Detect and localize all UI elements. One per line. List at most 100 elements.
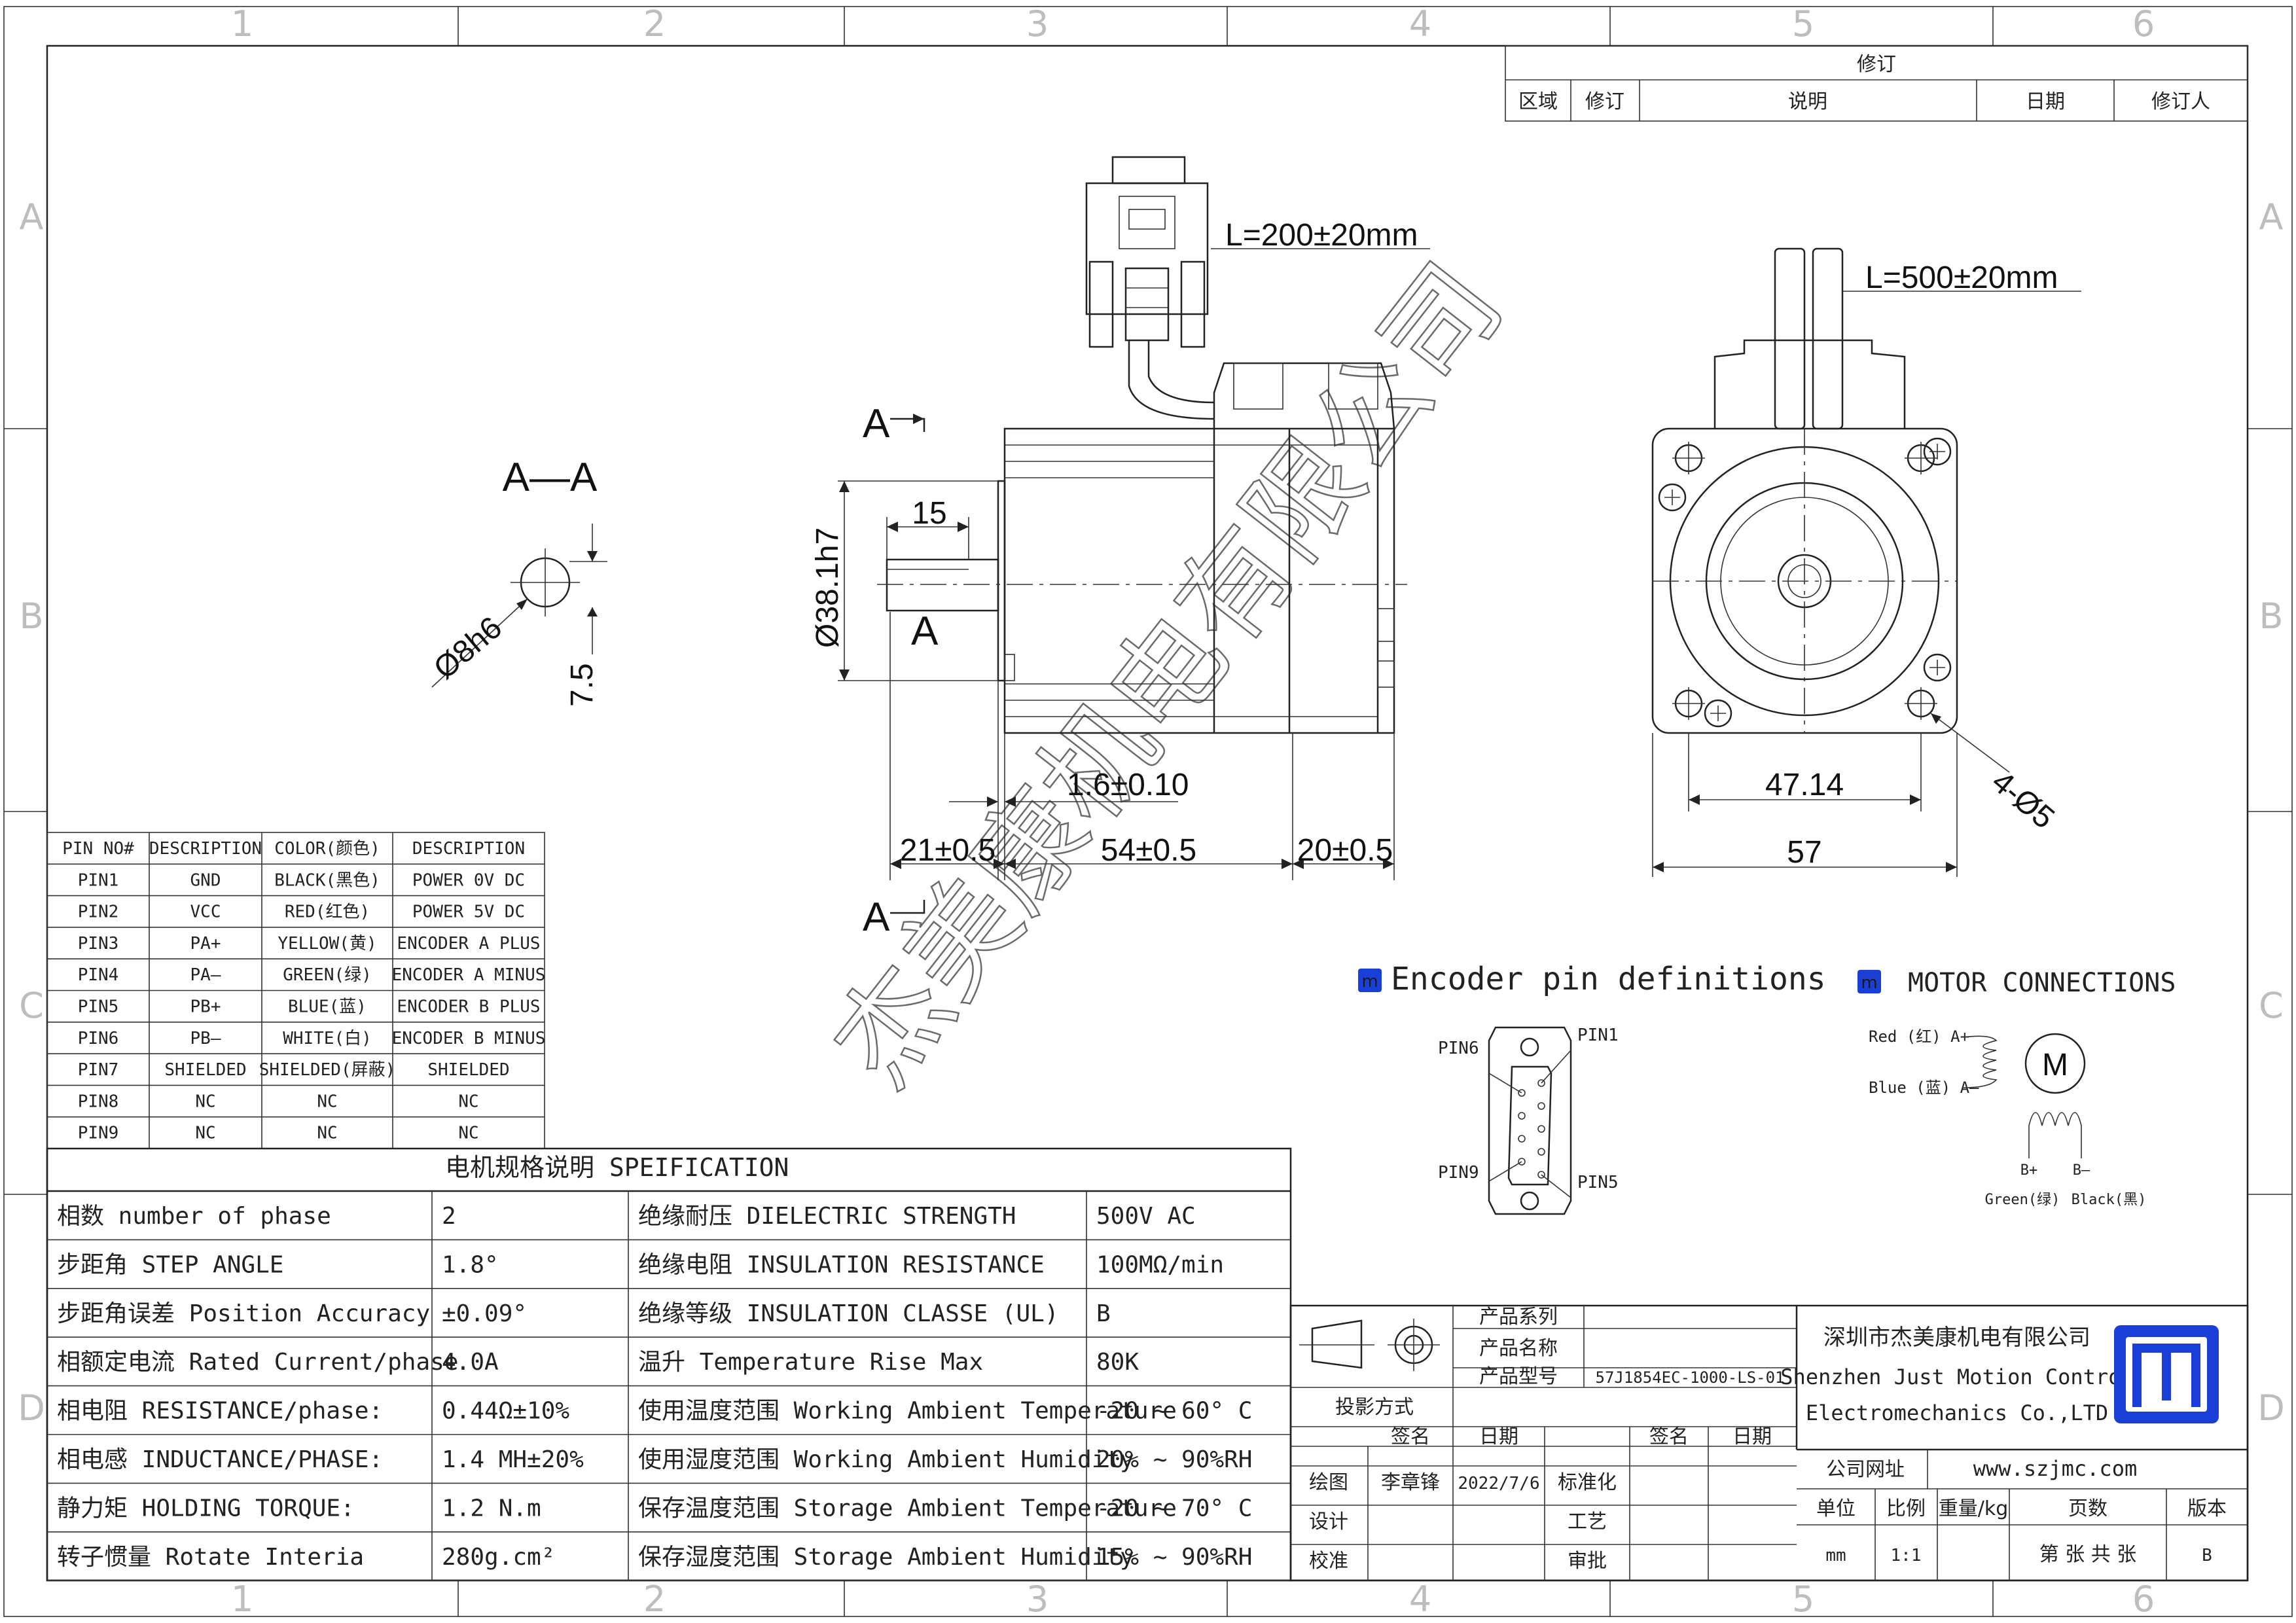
pin-table-cell: PB+ bbox=[190, 997, 221, 1017]
pin-table-header: DESCRIPTION bbox=[149, 839, 262, 859]
phase-b-minus-label: B— bbox=[2073, 1162, 2090, 1179]
col-label: 4 bbox=[1409, 3, 1431, 45]
black-wire-label: Black(黑) bbox=[2072, 1192, 2147, 1208]
motor-symbol bbox=[2024, 1033, 2086, 1094]
row-label: D bbox=[18, 1387, 45, 1429]
encoder-pin-diagram: m Encoder pin definitions PIN1 PIN5 PIN6… bbox=[1358, 961, 1826, 1215]
phase-b-plus-label: B+ bbox=[2020, 1162, 2038, 1179]
drawn-date: 2022/7/6 bbox=[1458, 1474, 1539, 1493]
screw bbox=[1923, 437, 1952, 466]
spec-cell: 步距角误差 Position Accuracy bbox=[57, 1300, 430, 1327]
spec-cell: 使用湿度范围 Working Ambient Humidity bbox=[638, 1446, 1134, 1473]
spec-cell: 280g.cm² bbox=[442, 1544, 555, 1571]
spec-cell: 温升 Temperature Rise Max bbox=[638, 1349, 983, 1376]
motor-side-view: A A A bbox=[810, 156, 1430, 940]
col-label: 4 bbox=[1409, 1578, 1431, 1620]
phase-a-plus-label: Red (红) A+ bbox=[1869, 1027, 1969, 1046]
approve-label: 审批 bbox=[1568, 1550, 1607, 1573]
section-a-a: A—A Ø8h6 7.5 bbox=[427, 455, 607, 707]
spec-cell: 20% ~ 90%RH bbox=[1096, 1446, 1252, 1473]
motor-front-view: L=500±20mm 4-Ø5 47.14 57 bbox=[1651, 247, 2081, 877]
spec-cell: 相额定电流 Rated Current/phase bbox=[57, 1349, 458, 1376]
spec-cell: 绝缘电阻 INSULATION RESISTANCE bbox=[638, 1251, 1045, 1278]
pin-table-cell: PA+ bbox=[190, 934, 221, 954]
row-label: B bbox=[2259, 596, 2283, 637]
green-wire-label: Green(绿) bbox=[1985, 1192, 2060, 1208]
pages-value: 第 张 共 张 bbox=[2039, 1543, 2137, 1566]
db9-connector bbox=[1085, 182, 1209, 315]
pin-table-cell: GND bbox=[190, 870, 221, 890]
motor-body bbox=[1003, 427, 1395, 734]
version-value: B bbox=[2202, 1546, 2212, 1565]
pin-table-cell: BLUE(蓝) bbox=[288, 997, 367, 1017]
mounting-hole bbox=[1672, 442, 1705, 474]
pin-table-cell: ENCODER B PLUS bbox=[397, 997, 540, 1017]
pin-table-cell: PIN1 bbox=[78, 870, 119, 890]
motor-connection-diagram: m MOTOR CONNECTIONS Red (红) A+ Blue (蓝) … bbox=[1857, 968, 2176, 1208]
spec-title: 电机规格说明 SPEIFICATION bbox=[445, 1153, 789, 1182]
pin6-label: PIN6 bbox=[1438, 1039, 1479, 1058]
pin-table-cell: NC bbox=[458, 1092, 478, 1111]
pin-table-cell: BLACK(黑色) bbox=[274, 870, 380, 890]
spec-cell: 2 bbox=[442, 1203, 456, 1230]
spec-cell: 静力矩 HOLDING TORQUE: bbox=[57, 1495, 355, 1522]
model-label: 产品型号 bbox=[1479, 1365, 1558, 1388]
pin-table-cell: ENCODER A MINUS bbox=[392, 965, 546, 985]
scale-value: 1:1 bbox=[1891, 1546, 1922, 1565]
body-length-label: 54±0.5 bbox=[1101, 833, 1196, 868]
encoder-pin-title: Encoder pin definitions bbox=[1391, 961, 1826, 997]
pin-table-cell: ENCODER B MINUS bbox=[392, 1029, 546, 1048]
scale-label: 比例 bbox=[1886, 1497, 1926, 1520]
spec-cell: 绝缘等级 INSULATION CLASSE (UL) bbox=[638, 1300, 1059, 1327]
row-label: A bbox=[20, 196, 44, 238]
row-label: B bbox=[19, 596, 43, 637]
pages-label: 页数 bbox=[2068, 1497, 2108, 1520]
pin-table-cell: ENCODER A PLUS bbox=[397, 934, 540, 954]
pin-table-cell: PIN6 bbox=[78, 1029, 119, 1048]
pin-table-cell: POWER 5V DC bbox=[412, 902, 525, 922]
frame-size-label: 57 bbox=[1787, 835, 1821, 870]
revision-header: 修订人 bbox=[2151, 90, 2210, 113]
spec-cell: 4.0A bbox=[442, 1349, 499, 1376]
revision-block: 修订 区域 修订 说明 日期 修订人 bbox=[1505, 45, 2248, 122]
projection-label: 投影方式 bbox=[1335, 1396, 1414, 1419]
col-label: 3 bbox=[1026, 3, 1049, 45]
spec-cell: 相电阻 RESISTANCE/phase: bbox=[57, 1398, 383, 1425]
encoder-length-label: 20±0.5 bbox=[1297, 833, 1393, 868]
drawn-label: 绘图 bbox=[1309, 1471, 1348, 1494]
jmc-logo-icon bbox=[2114, 1325, 2219, 1423]
pin-table-cell: NC bbox=[195, 1124, 215, 1143]
website-value: www.szjmc.com bbox=[1973, 1456, 2137, 1481]
jmc-logo-icon bbox=[1358, 969, 1382, 992]
pin-table-cell: PA— bbox=[190, 965, 221, 985]
encoder-cable-length: L=200±20mm bbox=[1225, 218, 1418, 253]
pin-table-header: PIN NO# bbox=[62, 839, 134, 859]
spec-cell: -20 ~ 70° C bbox=[1096, 1495, 1252, 1522]
flange-thickness-label: 1.6±0.10 bbox=[1067, 768, 1189, 802]
pin-table-cell: VCC bbox=[190, 902, 221, 922]
pin-table-cell: PIN4 bbox=[78, 965, 119, 985]
svg-text:m: m bbox=[1361, 972, 1378, 991]
col-label: 5 bbox=[1792, 3, 1814, 45]
spec-cell: 100MΩ/min bbox=[1096, 1251, 1224, 1278]
spec-cell: 1.2 N.m bbox=[442, 1495, 541, 1522]
section-mark-top: A bbox=[863, 401, 890, 446]
spec-cell: 保存湿度范围 Storage Ambient Humidity bbox=[638, 1544, 1134, 1571]
col-label: 6 bbox=[2132, 3, 2155, 45]
standard-label: 标准化 bbox=[1558, 1471, 1617, 1494]
mounting-hole bbox=[1905, 442, 1937, 474]
drawer-name: 李章锋 bbox=[1381, 1471, 1440, 1494]
spec-cell: 500V AC bbox=[1096, 1203, 1196, 1230]
spec-cell: 1.8° bbox=[442, 1251, 499, 1278]
pin-table-header: COLOR(颜色) bbox=[274, 839, 380, 859]
row-label: A bbox=[2259, 196, 2284, 238]
svg-text:m: m bbox=[1861, 973, 1877, 993]
revision-header: 说明 bbox=[1788, 90, 1827, 113]
pin-table-cell: PIN5 bbox=[78, 997, 119, 1017]
unit-label: 单位 bbox=[1816, 1497, 1856, 1520]
motor-connections-title: MOTOR CONNECTIONS bbox=[1908, 968, 2176, 998]
pin-table-cell: WHITE(白) bbox=[283, 1029, 372, 1048]
pin5-label: PIN5 bbox=[1577, 1173, 1619, 1192]
